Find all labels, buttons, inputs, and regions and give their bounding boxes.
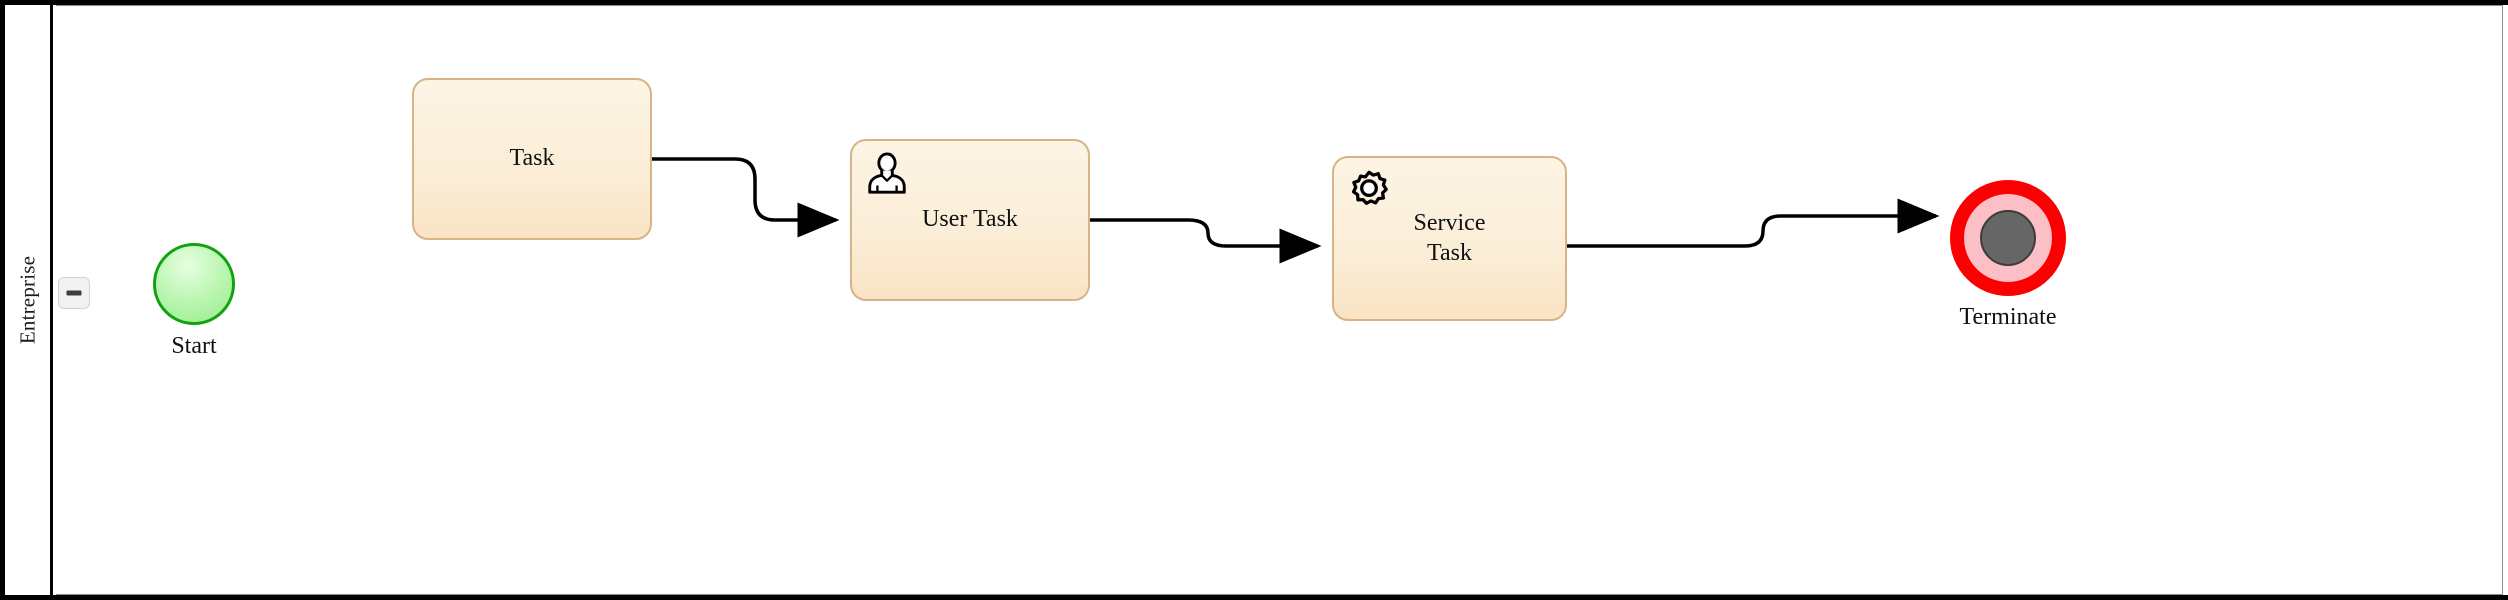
user-task-label: User Task <box>922 206 1018 233</box>
user-icon <box>868 152 906 194</box>
canvas-frame-top <box>0 0 2508 5</box>
node-service-task[interactable]: Service Task <box>1332 156 1567 321</box>
node-task[interactable]: Task <box>412 78 652 240</box>
sequence-flow-service-task-to-terminate-jog[interactable] <box>1567 198 1940 248</box>
node-start-event[interactable]: Start <box>153 243 235 359</box>
canvas-frame-left <box>0 0 5 600</box>
terminate-event-label: Terminate <box>1959 304 2057 330</box>
lane-header-label: Entreprise <box>15 255 39 345</box>
lane-header[interactable]: Entreprise <box>5 5 53 595</box>
terminate-inner-ring <box>1964 194 2052 282</box>
start-event-label: Start <box>171 333 217 359</box>
task-label: Task <box>509 145 555 172</box>
sequence-flow-task-to-user-task[interactable] <box>652 157 840 238</box>
lane-collapse-button[interactable] <box>58 277 90 309</box>
minus-icon <box>66 290 82 296</box>
node-terminate-event[interactable]: Terminate <box>1950 180 2066 330</box>
pool: Entreprise <box>5 5 2503 595</box>
canvas-frame-bottom <box>0 595 2508 600</box>
node-user-task[interactable]: User Task <box>850 139 1090 301</box>
terminate-event-circle[interactable] <box>1950 180 2066 296</box>
gear-icon <box>1351 170 1388 205</box>
service-task-label: Service Task <box>1413 209 1486 266</box>
sequence-flow-user-task-to-service-task-jog[interactable] <box>1090 218 1322 264</box>
terminate-core <box>1980 210 2036 266</box>
start-event-circle[interactable] <box>153 243 235 325</box>
